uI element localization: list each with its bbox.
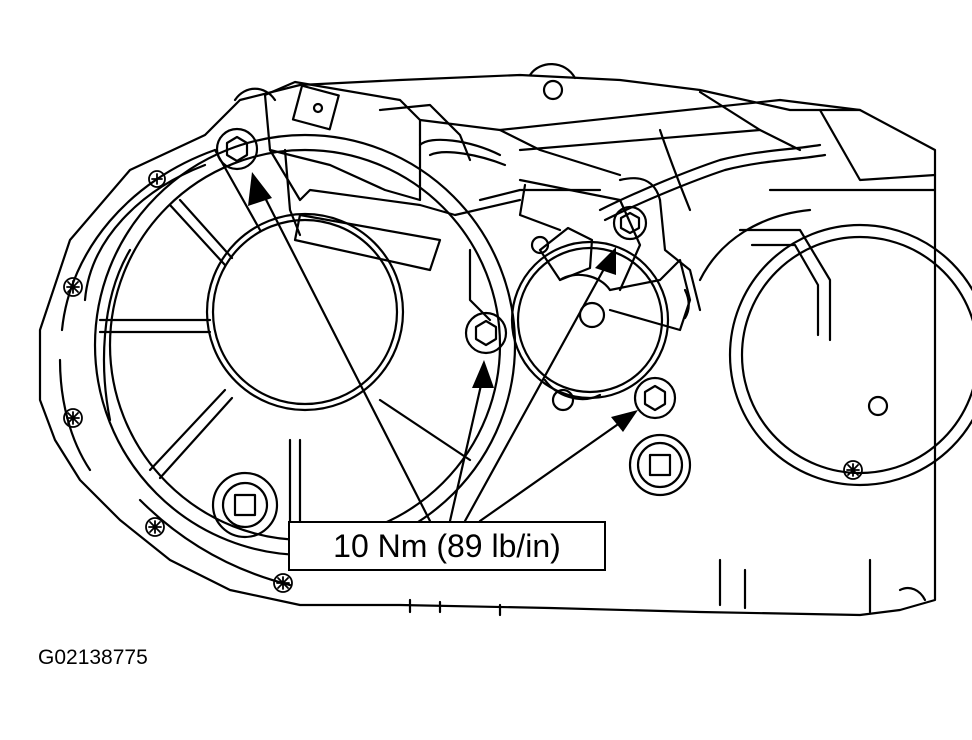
transfer-case-housing <box>38 63 937 617</box>
bolt-right <box>612 205 648 241</box>
bolt-center <box>464 311 508 355</box>
drive-wheel <box>93 133 517 557</box>
arrowheads <box>248 172 638 432</box>
figure-id: G02138775 <box>38 646 148 669</box>
sensor-disc <box>510 177 702 412</box>
leader-lines <box>254 178 626 523</box>
wiring-harness <box>598 128 827 222</box>
right-wheel <box>628 223 972 497</box>
lower-hub <box>211 471 279 539</box>
bolt-lower-right <box>633 376 677 420</box>
star-fasteners <box>63 170 863 593</box>
bolt-upper-left <box>215 127 259 171</box>
shift-motor <box>263 80 862 322</box>
torque-callout-label: 10 Nm (89 lb/in) <box>288 521 606 571</box>
